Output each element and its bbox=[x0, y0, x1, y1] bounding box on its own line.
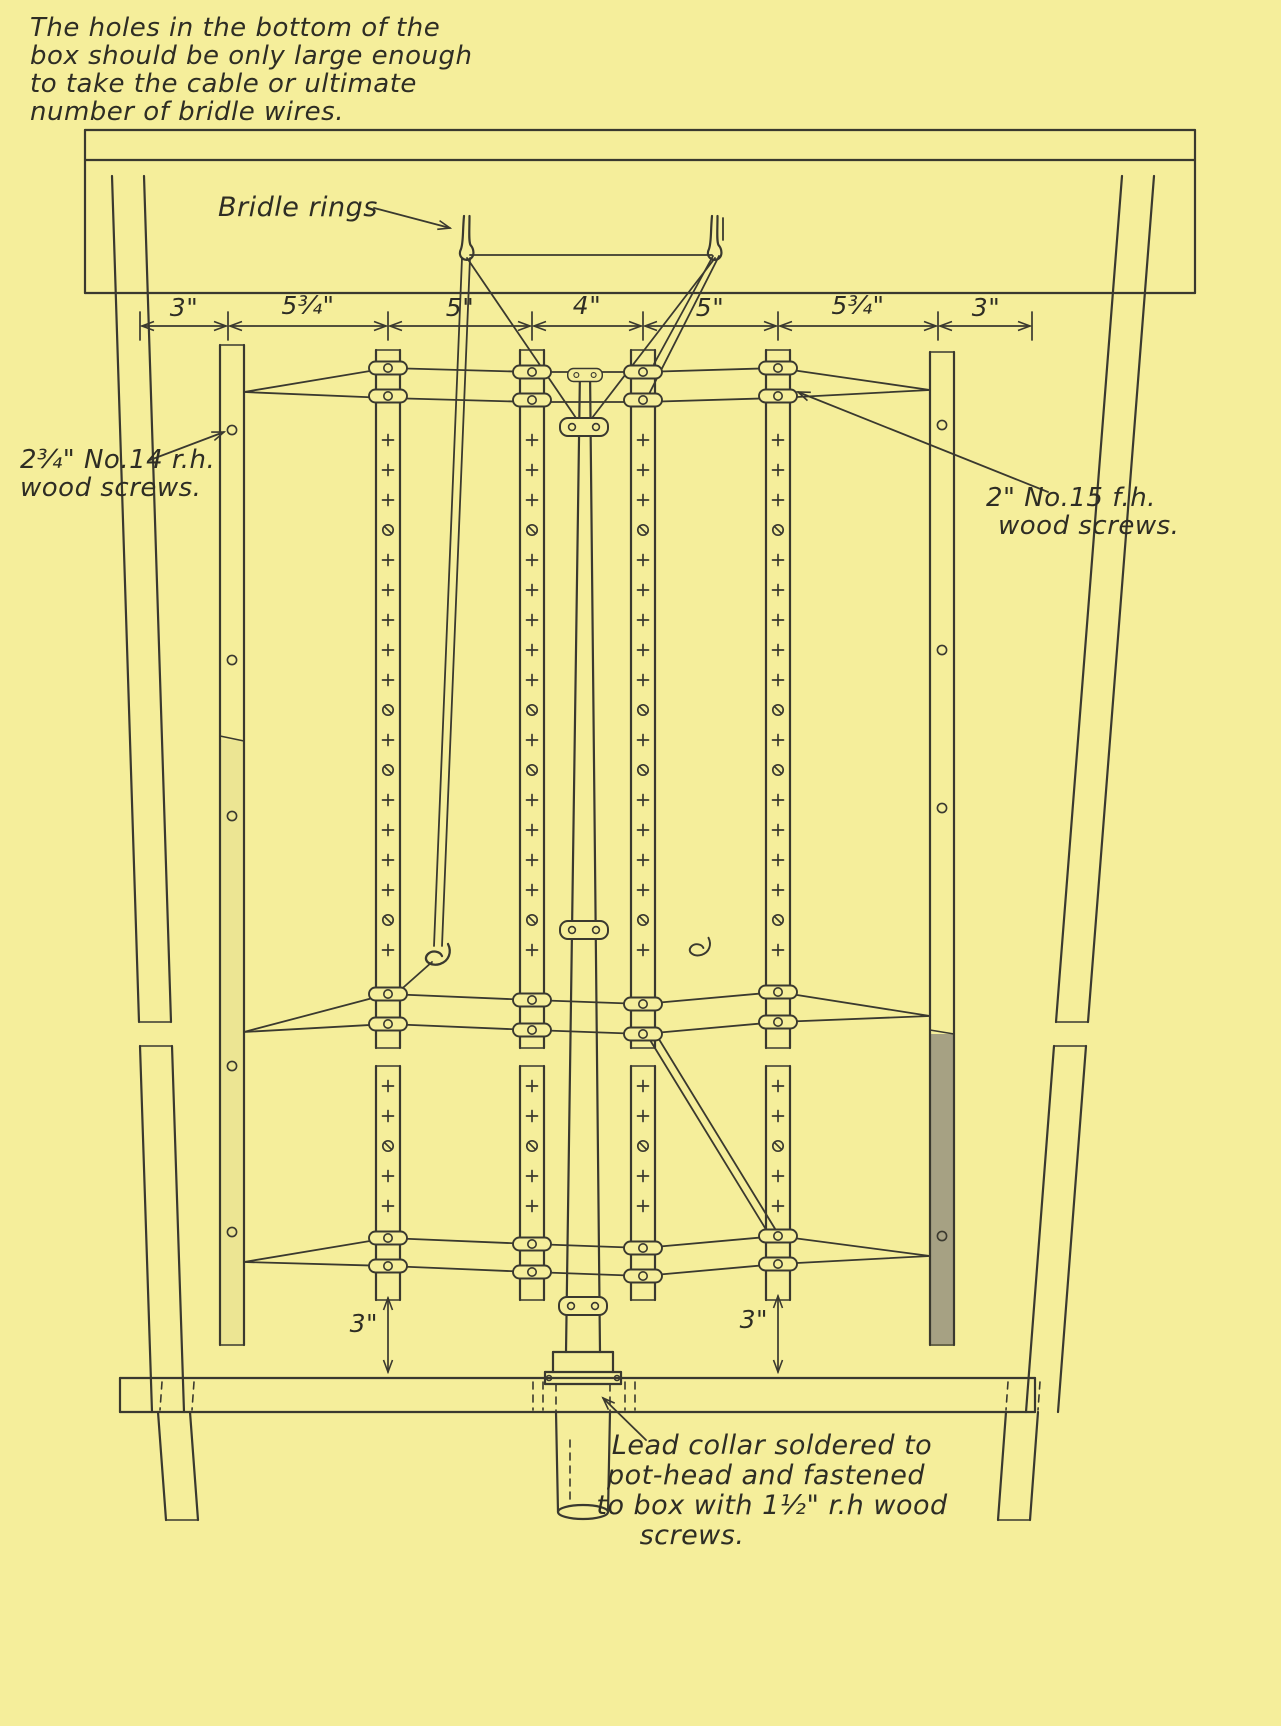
right-screw-note-line-2: wood screws. bbox=[998, 511, 1179, 541]
wire-clamps bbox=[367, 360, 799, 1284]
terminal-strip-3 bbox=[629, 348, 657, 1302]
top-note: The holes in the bottom of the box shoul… bbox=[30, 13, 472, 127]
cable-below-box bbox=[554, 1410, 612, 1521]
terminal-strip-4 bbox=[764, 348, 792, 1302]
terminal-strip-2 bbox=[518, 348, 546, 1302]
annotation-arrows bbox=[149, 207, 1049, 1441]
right-leg bbox=[996, 1381, 1041, 1522]
bottom-note: Lead collar soldered to pot-head and fas… bbox=[596, 1430, 948, 1551]
dim-label-2: 5¾" bbox=[281, 291, 334, 320]
top-board bbox=[83, 128, 1197, 295]
left-screw-note-line-1: 2¾" No.14 r.h. bbox=[20, 445, 215, 475]
bottom-note-line-4: screws. bbox=[640, 1520, 745, 1551]
top-note-line-1: The holes in the bottom of the bbox=[30, 13, 440, 43]
bridle-ring-icon bbox=[706, 214, 723, 261]
right-post bbox=[1024, 174, 1156, 1414]
bottom-dim-left-label: 3" bbox=[350, 1309, 378, 1338]
dim-label-7: 3" bbox=[972, 293, 1000, 322]
dim-label-5: 5" bbox=[696, 293, 724, 322]
left-post bbox=[110, 174, 186, 1414]
long-bridle-wires bbox=[395, 255, 778, 1237]
bridle-fan-wires bbox=[243, 367, 931, 1277]
bottom-dim-right-label: 3" bbox=[740, 1305, 768, 1334]
dim-label-6: 5¾" bbox=[831, 291, 884, 320]
dim-label-4: 4" bbox=[573, 291, 601, 320]
left-screw-note-line-2: wood screws. bbox=[20, 473, 201, 503]
bridle-rings-label: Bridle rings bbox=[218, 192, 378, 223]
bridle-rings bbox=[458, 214, 724, 261]
dimension-line-top bbox=[139, 311, 1033, 341]
bottom-note-arrow bbox=[603, 1398, 647, 1441]
bottom-note-line-3: to box with 1½" r.h wood bbox=[596, 1490, 948, 1521]
top-note-line-3: to take the cable or ultimate bbox=[30, 69, 417, 99]
pot-head bbox=[532, 1350, 636, 1521]
right-screw-note-line-1: 2" No.15 f.h. bbox=[986, 483, 1156, 513]
left-leg bbox=[156, 1381, 200, 1522]
bottom-board bbox=[118, 1376, 1037, 1414]
dim-label-1: 3" bbox=[170, 293, 198, 322]
lead-collar bbox=[543, 1370, 623, 1386]
bridle-ring-icon bbox=[458, 214, 475, 261]
right-screw-note: 2" No.15 f.h. wood screws. bbox=[986, 483, 1179, 541]
top-note-line-2: box should be only large enough bbox=[30, 41, 472, 71]
left-screw-note: 2¾" No.14 r.h. wood screws. bbox=[20, 445, 215, 503]
spare-hook-icon bbox=[688, 936, 711, 957]
terminal-strip-1 bbox=[374, 348, 402, 1302]
right-rail bbox=[928, 350, 956, 1347]
top-dimension-labels: 3" 5¾" 5" 4" 5" 5¾" 3" bbox=[170, 291, 1000, 322]
bottom-note-line-1: Lead collar soldered to bbox=[612, 1430, 932, 1461]
central-cable bbox=[557, 367, 610, 1354]
left-rail bbox=[218, 343, 246, 1347]
left-note-arrow bbox=[149, 431, 224, 461]
wire-hook-icon bbox=[424, 942, 451, 966]
right-note-arrow bbox=[798, 391, 1049, 493]
top-note-line-4: number of bridle wires. bbox=[30, 97, 344, 127]
bottom-note-line-2: pot-head and fastened bbox=[606, 1460, 925, 1491]
bridle-label-arrow bbox=[373, 207, 450, 228]
dim-label-3: 5" bbox=[446, 293, 474, 322]
